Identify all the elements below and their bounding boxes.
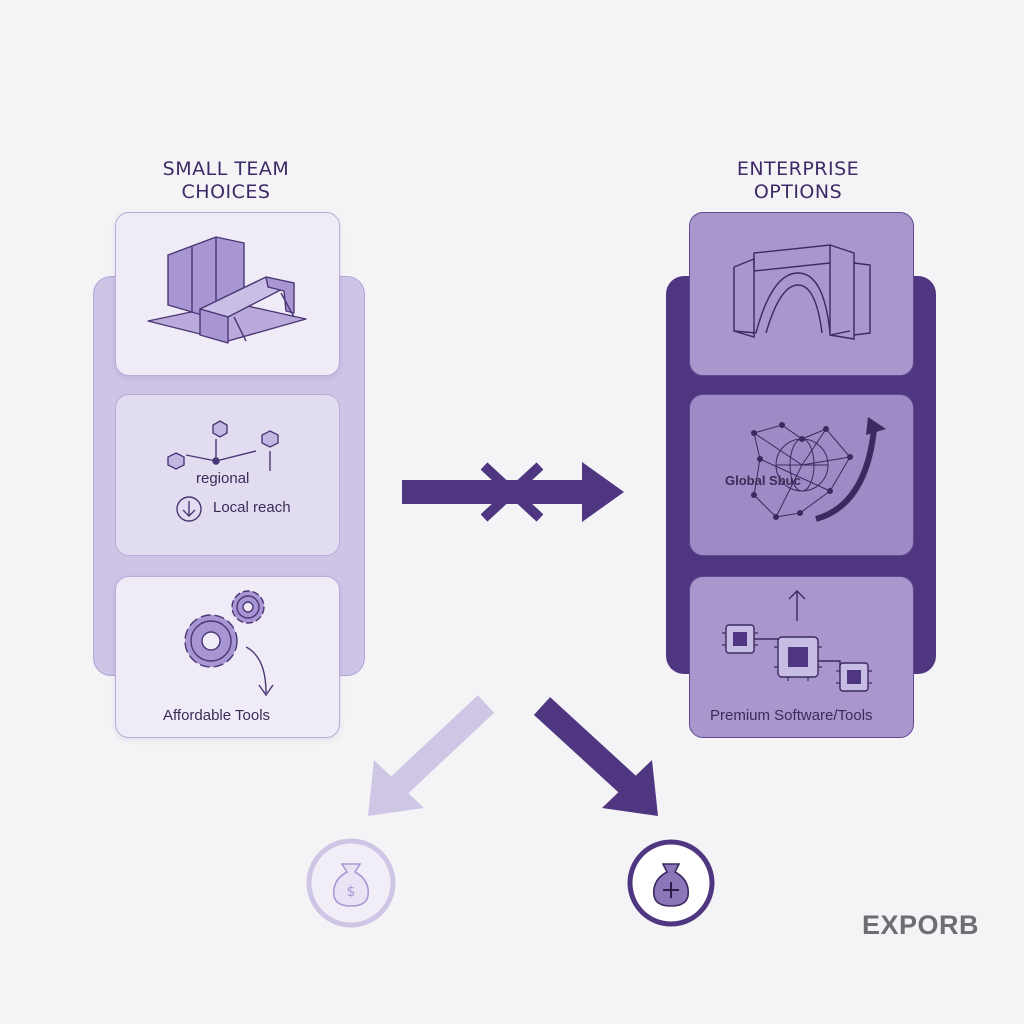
global-scale-label: Global Sbuc	[725, 473, 801, 488]
global-scale-card: Global Sbuc	[689, 394, 914, 556]
affordable-tools-label: Affordable Tools	[163, 707, 271, 724]
arch-gate-icon	[733, 244, 871, 340]
chips-icon	[722, 590, 872, 692]
down-right-arrow-icon	[533, 697, 658, 816]
workspace-card	[115, 212, 340, 376]
hex-network-icon	[167, 420, 279, 522]
affordable-tools-card: Affordable Tools	[115, 576, 340, 738]
left-title-line1: SMALL TEAM	[162, 158, 290, 180]
regional-label: regional	[196, 470, 250, 487]
chip-small-left-icon	[725, 624, 755, 654]
money-bag-dollar-icon: $	[306, 838, 396, 928]
right-column-title: ENTERPRISE OPTIONS	[700, 158, 896, 204]
money-bag-plus-icon	[627, 839, 715, 927]
global-network-icon	[751, 417, 886, 522]
gears-icon	[184, 590, 274, 697]
premium-tools-label: Premium Software/Tools	[710, 707, 873, 724]
down-left-arrow-icon	[368, 695, 495, 816]
local-reach-card: regional Local reach	[115, 394, 340, 556]
left-title-line2: CHOICES	[181, 181, 271, 203]
svg-text:$: $	[347, 884, 356, 900]
right-title-line2: OPTIONS	[753, 181, 843, 203]
right-title-line1: ENTERPRISE	[736, 158, 860, 180]
crossed-arrow-icon	[402, 462, 624, 522]
left-column-title: SMALL TEAM CHOICES	[128, 158, 324, 204]
workspace-building-icon	[147, 236, 307, 344]
premium-tools-card: Premium Software/Tools	[689, 576, 914, 738]
enterprise-gate-card	[689, 212, 914, 376]
local-reach-label: Local reach	[213, 499, 291, 516]
exporb-logo: EXPORB	[862, 910, 980, 940]
